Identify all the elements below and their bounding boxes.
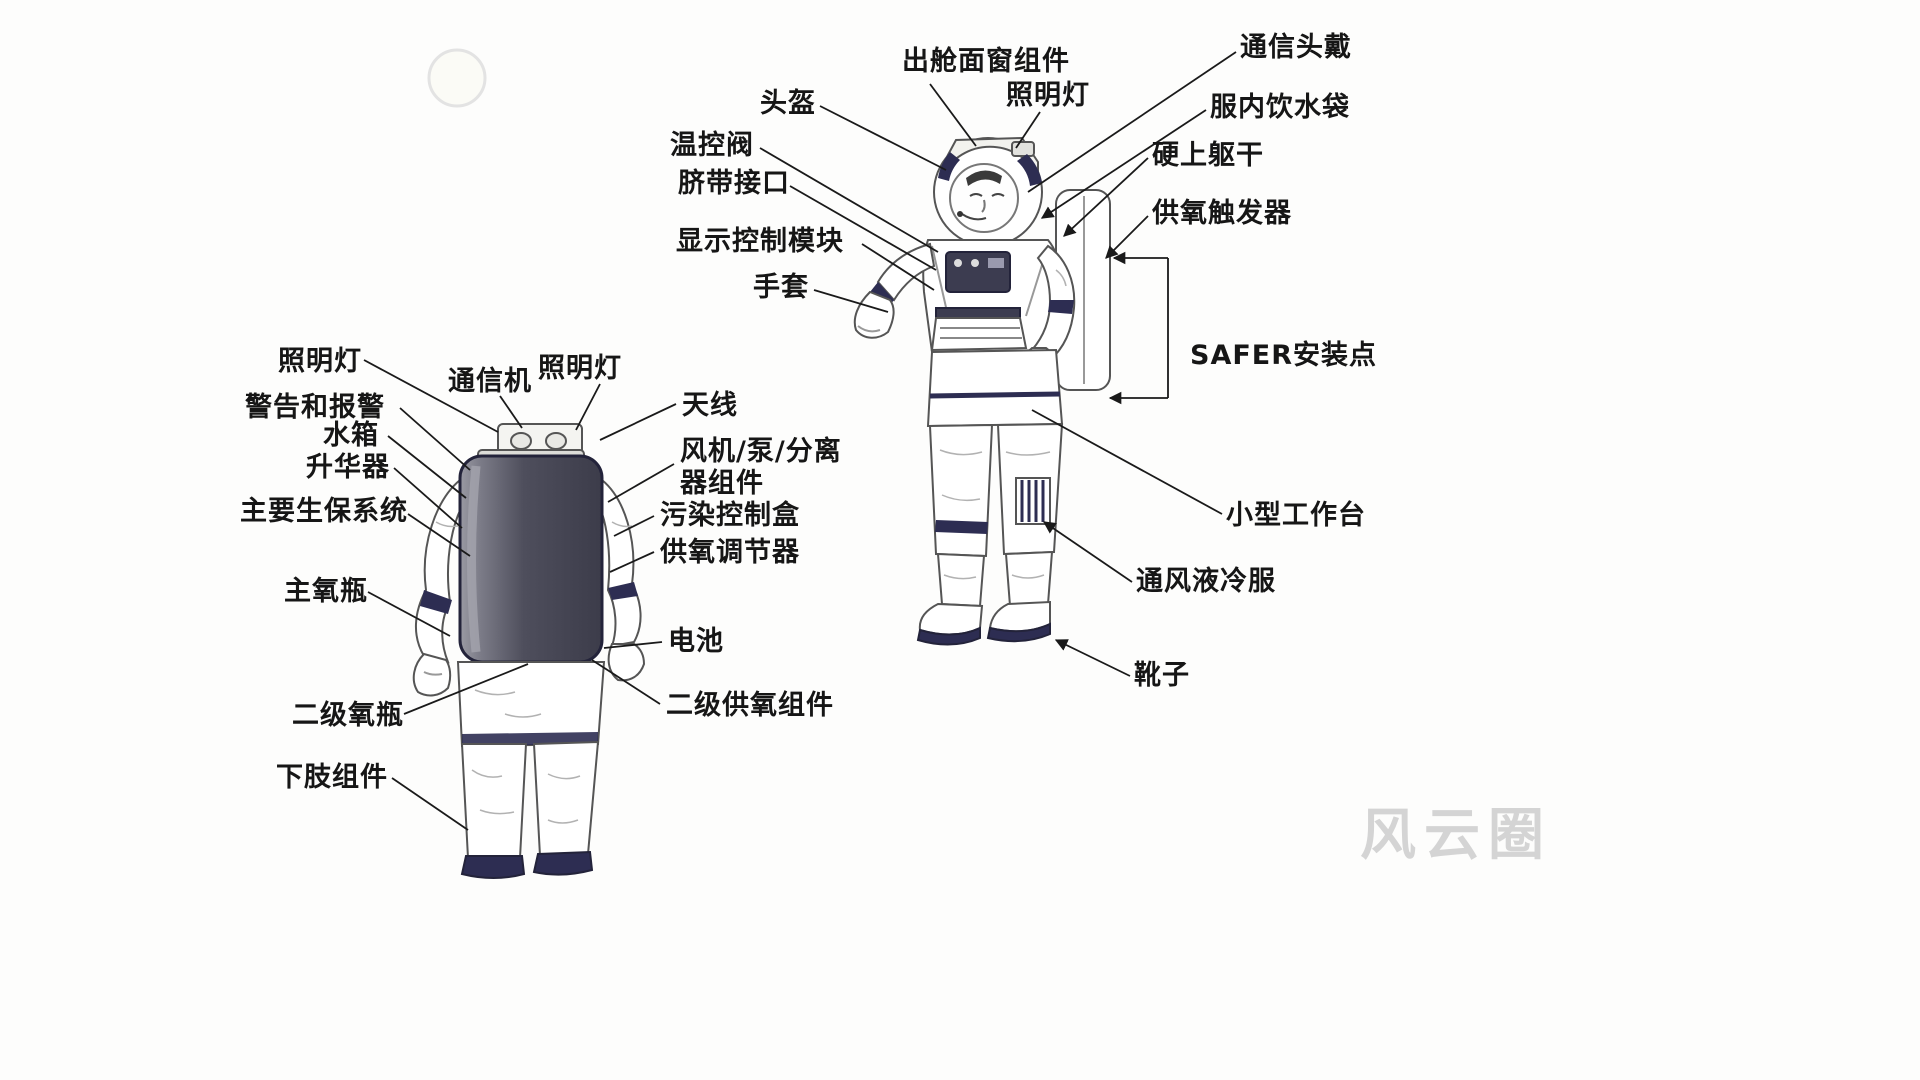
leader-line	[1042, 521, 1133, 583]
leader-line	[929, 83, 977, 147]
leader-line	[1054, 639, 1131, 677]
leader-line	[1040, 109, 1207, 219]
label-comm-unit: 通信机	[448, 366, 532, 397]
leader-line	[819, 105, 947, 171]
label-fan-pump-separator: 风机/泵/分离器组件	[680, 436, 842, 500]
label-lamp-back-left: 照明灯	[278, 346, 362, 377]
leader-line	[861, 243, 935, 291]
label-eva-visor-assembly: 出舱面窗组件	[902, 46, 1070, 77]
leader-line	[1105, 215, 1149, 259]
label-oxygen-trigger: 供氧触发器	[1152, 198, 1292, 229]
leader-line	[499, 395, 523, 429]
moon-circle	[427, 48, 487, 108]
label-safer-mount: SAFER安装点	[1190, 340, 1378, 371]
leader-line	[599, 403, 677, 441]
leader-line	[759, 147, 939, 253]
label-battery: 电池	[668, 626, 724, 657]
leader-line	[367, 591, 451, 637]
leader-line	[613, 515, 655, 537]
label-hard-upper-torso: 硬上躯干	[1152, 140, 1264, 171]
label-display-control-module: 显示控制模块	[676, 226, 844, 257]
leader-line	[813, 289, 889, 313]
watermark: 风云圈	[1360, 803, 1552, 868]
label-oxygen-regulator: 供氧调节器	[660, 537, 800, 568]
label-mini-workstation: 小型工作台	[1226, 500, 1366, 531]
leader-line	[603, 641, 663, 649]
astronaut-front-view	[853, 136, 1111, 646]
label-lamp-back-right: 照明灯	[538, 353, 622, 384]
leader-line	[403, 663, 529, 715]
label-secondary-oxygen-assembly: 二级供氧组件	[666, 690, 834, 721]
label-drink-bag: 服内饮水袋	[1210, 92, 1350, 123]
label-lcvg: 通风液冷服	[1136, 566, 1276, 597]
leader-lines	[363, 51, 1237, 831]
astronaut-back-view	[412, 423, 646, 879]
label-boots: 靴子	[1134, 660, 1190, 691]
leader-line	[407, 513, 471, 557]
leader-line	[363, 359, 499, 433]
label-antenna: 天线	[682, 390, 738, 421]
label-contamination-control-box: 污染控制盒	[660, 500, 800, 531]
leader-line	[1027, 51, 1237, 193]
label-primary-life-support: 主要生保系统	[240, 496, 408, 527]
leader-line	[789, 185, 937, 271]
leader-line	[387, 435, 467, 499]
label-temp-control-valve: 温控阀	[670, 130, 754, 161]
label-gloves: 手套	[753, 272, 809, 303]
label-lower-limb-assembly: 下肢组件	[276, 762, 388, 793]
leader-line	[391, 777, 469, 831]
leader-line	[1015, 111, 1041, 149]
label-sublimator: 升华器	[306, 452, 390, 483]
leader-line	[591, 659, 661, 705]
leader-line	[1063, 157, 1149, 237]
label-comm-headset: 通信头戴	[1240, 32, 1352, 63]
leader-line	[393, 467, 463, 529]
leader-line	[575, 383, 601, 431]
label-umbilical-interface: 脐带接口	[678, 168, 790, 199]
label-water-tank: 水箱	[323, 420, 379, 451]
leader-line	[607, 463, 675, 503]
label-secondary-oxygen-bottle: 二级氧瓶	[292, 700, 404, 731]
label-helmet: 头盔	[760, 88, 816, 119]
label-lamp-front: 照明灯	[1006, 80, 1090, 111]
label-main-oxygen-bottle: 主氧瓶	[284, 576, 368, 607]
leader-line	[399, 407, 471, 471]
leader-line	[1031, 409, 1223, 515]
label-warning-alarm: 警告和报警	[245, 392, 385, 423]
leader-line	[609, 551, 655, 573]
